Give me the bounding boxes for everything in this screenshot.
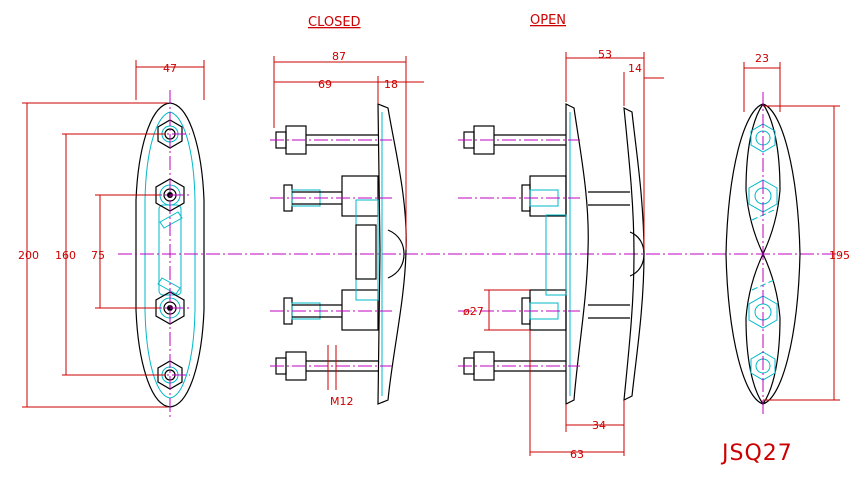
open-title: OPEN xyxy=(530,13,566,28)
dim-closed-flange: 18 xyxy=(384,78,398,91)
open-lower-body xyxy=(529,289,567,331)
open-view xyxy=(458,103,645,405)
model-code: JSQ27 xyxy=(720,441,793,466)
dim-side-height: 195 xyxy=(829,249,850,262)
open-dims: 53 14 ø27 34 63 xyxy=(463,48,664,461)
dim-open-top: 53 xyxy=(598,48,612,61)
dim-front-total: 200 xyxy=(18,249,39,262)
side-view xyxy=(725,92,801,416)
front-view xyxy=(135,90,205,420)
front-dims: 47 200 160 75 xyxy=(18,60,205,408)
closed-upper-body xyxy=(341,175,379,217)
dim-open-bottom-small: 34 xyxy=(592,419,606,432)
dim-open-top-small: 14 xyxy=(628,62,642,75)
closed-cleat-profile xyxy=(377,103,407,405)
dim-open-diameter: ø27 xyxy=(463,305,484,318)
dim-side-width: 23 xyxy=(755,52,769,65)
closed-dims: 87 69 18 M12 xyxy=(273,50,424,408)
dim-front-outer-spacing: 160 xyxy=(55,249,76,262)
dim-open-bottom-total: 63 xyxy=(570,448,584,461)
side-dims: 23 195 xyxy=(743,52,850,401)
dim-front-inner-spacing: 75 xyxy=(91,249,105,262)
closed-view xyxy=(270,103,407,405)
closed-title: CLOSED xyxy=(308,15,361,30)
open-upper-body xyxy=(529,175,567,217)
dim-closed-overall: 87 xyxy=(332,50,346,63)
open-base-plate xyxy=(565,103,589,405)
dim-front-width: 47 xyxy=(163,62,177,75)
dim-closed-bolt-length: 69 xyxy=(318,78,332,91)
dim-closed-thread: M12 xyxy=(330,395,354,408)
closed-lower-body xyxy=(341,289,379,331)
